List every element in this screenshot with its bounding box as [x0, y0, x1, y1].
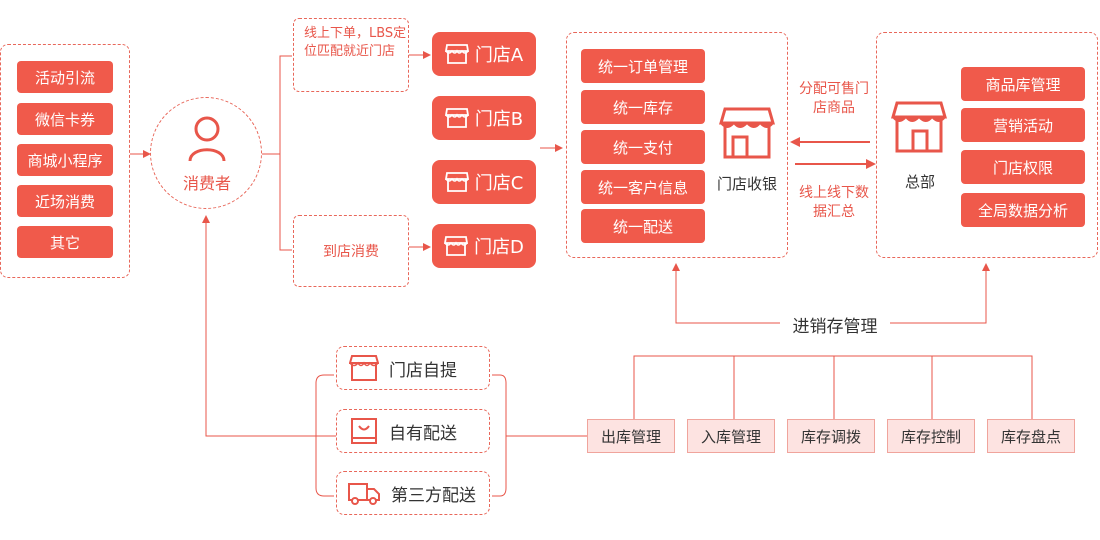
unified-function-button[interactable]: 统一配送 — [581, 209, 705, 243]
hq-function-button[interactable]: 门店权限 — [961, 150, 1085, 184]
hq-label: 总部 — [904, 173, 935, 191]
channel-button[interactable]: 微信卡券 — [17, 103, 113, 135]
hq-function-button[interactable]: 商品库管理 — [961, 67, 1085, 101]
unified-function-button[interactable]: 统一订单管理 — [581, 49, 705, 83]
store-label: 门店C — [474, 173, 524, 194]
channel-button[interactable]: 近场消费 — [17, 185, 113, 217]
store-button-a[interactable]: 门店A — [432, 32, 536, 76]
truck-icon — [348, 483, 380, 505]
consumer-node: 消费者 — [150, 97, 262, 209]
store-icon — [349, 355, 379, 381]
hq-function-button[interactable]: 营销活动 — [961, 108, 1085, 142]
delivery-label: 第三方配送 — [391, 485, 476, 506]
inventory-item-button[interactable]: 库存控制 — [887, 419, 975, 453]
in-store-note: 到店消费 — [293, 215, 409, 287]
delivery-label: 门店自提 — [389, 360, 457, 381]
store-button-d[interactable]: 门店D — [432, 224, 536, 268]
store-label: 门店B — [474, 109, 524, 130]
store-icon — [444, 44, 469, 64]
summary-note: 线上线下数据汇总 — [799, 185, 869, 220]
store-button-b[interactable]: 门店B — [432, 96, 536, 140]
store-button-c[interactable]: 门店C — [432, 160, 536, 204]
inventory-item-button[interactable]: 出库管理 — [587, 419, 675, 453]
unified-function-button[interactable]: 统一支付 — [581, 130, 705, 164]
consumer-label: 消费者 — [182, 174, 231, 193]
inventory-item-button[interactable]: 库存调拨 — [787, 419, 875, 453]
store-icon — [444, 172, 469, 192]
store-icon — [444, 108, 469, 128]
store-icon — [891, 101, 947, 153]
inventory-title: 进销存管理 — [780, 312, 890, 337]
store-icon — [719, 107, 775, 159]
store-label: 门店D — [474, 237, 524, 258]
hq-function-button[interactable]: 全局数据分析 — [961, 193, 1085, 227]
channel-button[interactable]: 其它 — [17, 226, 113, 258]
allocate-note: 分配可售门店商品 — [799, 81, 869, 116]
pos-label: 门店收银 — [716, 175, 777, 193]
delivery-option-pickup[interactable]: 门店自提 — [336, 346, 490, 390]
unified-system-group: 统一订单管理 统一库存 统一支付 统一客户信息 统一配送 门店收银 — [566, 32, 788, 258]
online-order-note: 线上下单，LBS定位匹配就近门店 — [293, 18, 409, 92]
channels-group: 活动引流 微信卡券 商城小程序 近场消费 其它 — [0, 44, 130, 278]
channel-button[interactable]: 活动引流 — [17, 61, 113, 93]
delivery-label: 自有配送 — [389, 423, 457, 444]
store-icon — [444, 236, 469, 256]
user-icon — [188, 116, 226, 162]
bag-icon — [351, 418, 377, 444]
delivery-option-third-party[interactable]: 第三方配送 — [336, 471, 490, 515]
store-label: 门店A — [474, 45, 524, 66]
inventory-item-button[interactable]: 库存盘点 — [987, 419, 1075, 453]
unified-function-button[interactable]: 统一客户信息 — [581, 170, 705, 204]
hq-group: 总部 商品库管理 营销活动 门店权限 全局数据分析 — [876, 32, 1098, 258]
delivery-option-own[interactable]: 自有配送 — [336, 409, 490, 453]
inventory-item-button[interactable]: 入库管理 — [687, 419, 775, 453]
unified-function-button[interactable]: 统一库存 — [581, 90, 705, 124]
channel-button[interactable]: 商城小程序 — [17, 144, 113, 176]
